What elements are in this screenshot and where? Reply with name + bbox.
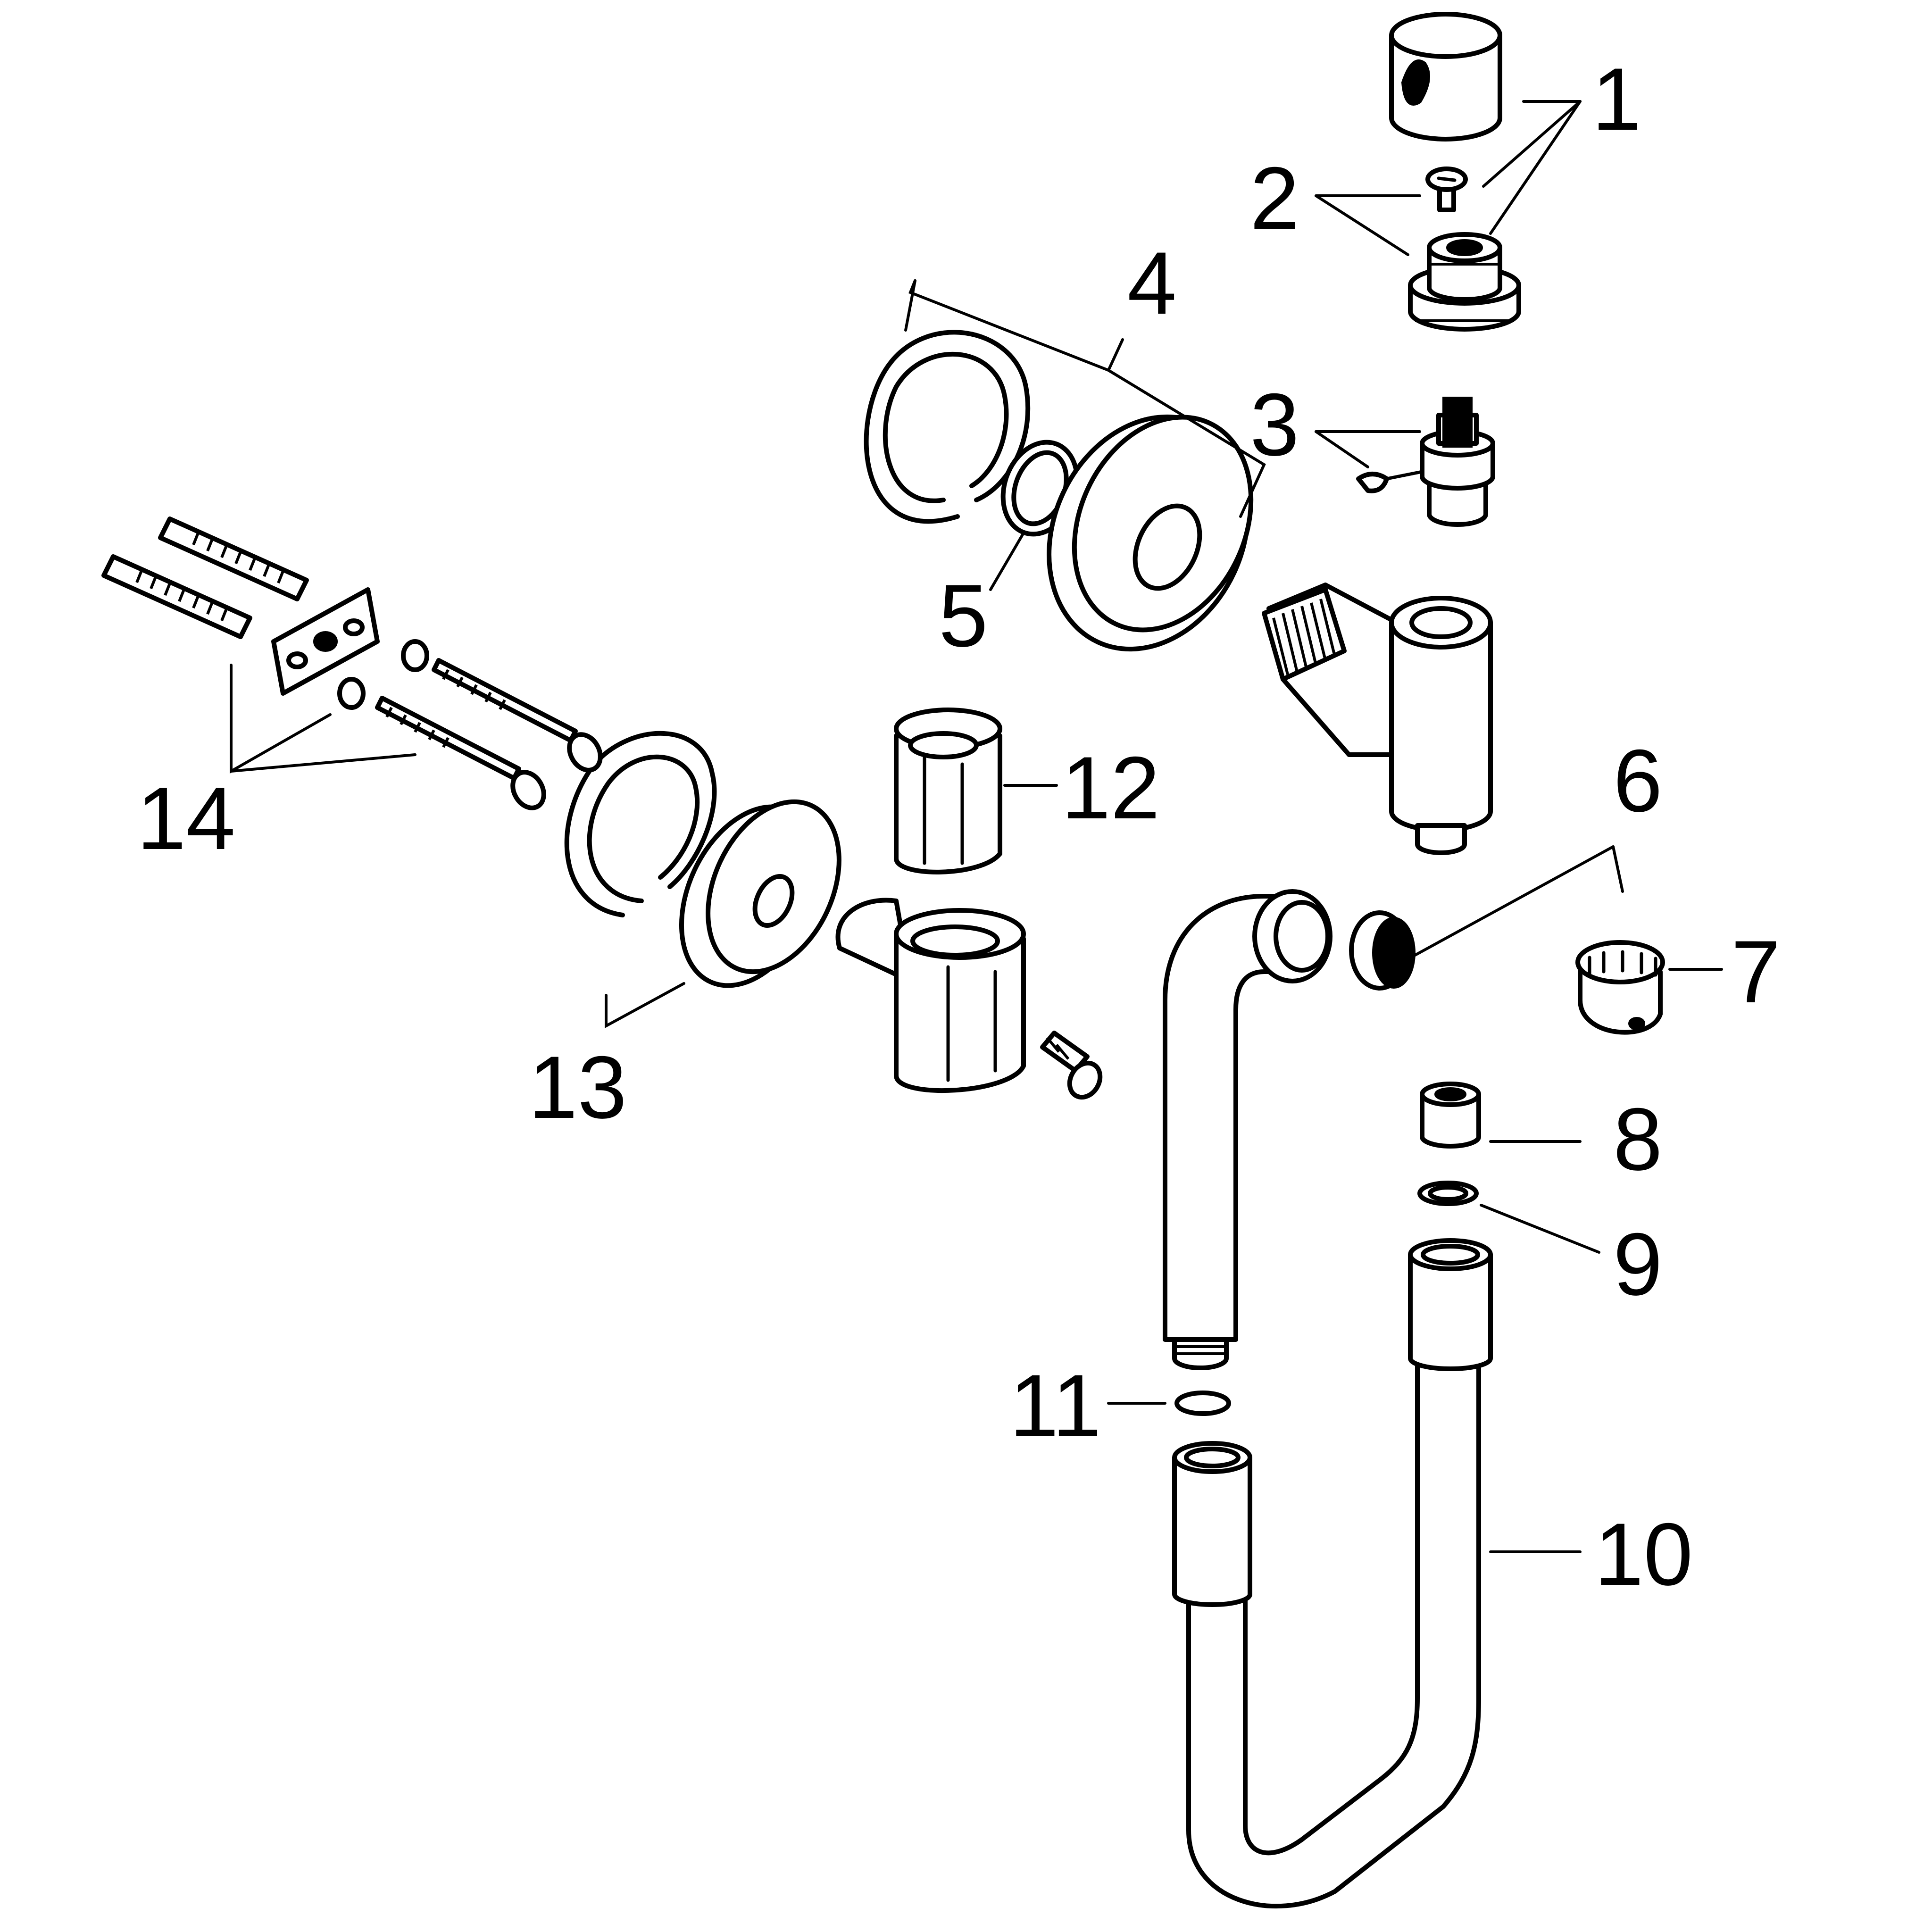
callout-3: 3 (1250, 375, 1299, 474)
callout-2: 2 (1250, 149, 1299, 248)
leader-lines (230, 100, 1723, 1553)
callout-10: 10 (1594, 1505, 1693, 1604)
part-8-nut (1420, 1082, 1481, 1149)
callout-14: 14 (137, 769, 235, 868)
part-4-split-ring (864, 330, 1031, 524)
callout-8: 8 (1613, 1090, 1663, 1189)
callout-4: 4 (1127, 233, 1177, 333)
callout-5: 5 (939, 566, 988, 665)
part-6-nozzle (1349, 910, 1416, 991)
part-7-clip (1575, 940, 1665, 1035)
part-14-screw-1 (432, 658, 603, 773)
part-14-dowel-2 (101, 554, 252, 639)
part-2-adapter (1408, 232, 1521, 332)
part-14-plate (271, 587, 380, 696)
part-4-rosette (1047, 414, 1254, 652)
part-14-screw-2 (375, 696, 546, 810)
part-11-seal (1174, 1391, 1231, 1416)
part-14-dowel-1 (158, 516, 309, 601)
callout-1: 1 (1592, 50, 1641, 149)
callout-6: 6 (1613, 731, 1663, 830)
part-9-washer (1417, 1181, 1479, 1206)
part-10-hose (1172, 1238, 1493, 1909)
callout-numbers: 1 2 3 4 5 6 7 8 9 10 11 12 13 14 (137, 50, 1781, 1604)
part-3-cartridge (1356, 397, 1495, 527)
callout-11: 11 (1009, 1356, 1101, 1455)
part-13-rosette (679, 799, 841, 988)
part-12-holder (894, 708, 1002, 874)
part-13-split-ring (564, 731, 717, 917)
part-2-screw (1425, 167, 1468, 212)
callout-7: 7 (1731, 922, 1781, 1021)
part-13-screw (1040, 1031, 1103, 1100)
callout-12: 12 (1061, 738, 1160, 837)
callout-9: 9 (1613, 1215, 1663, 1314)
part-14-washers (337, 639, 429, 710)
valve-body (1262, 583, 1493, 855)
part-1-knob (1389, 12, 1502, 142)
part-13-holder-body (835, 898, 1026, 1093)
elbow-pipe (1163, 889, 1332, 1370)
callout-13: 13 (528, 1038, 627, 1137)
